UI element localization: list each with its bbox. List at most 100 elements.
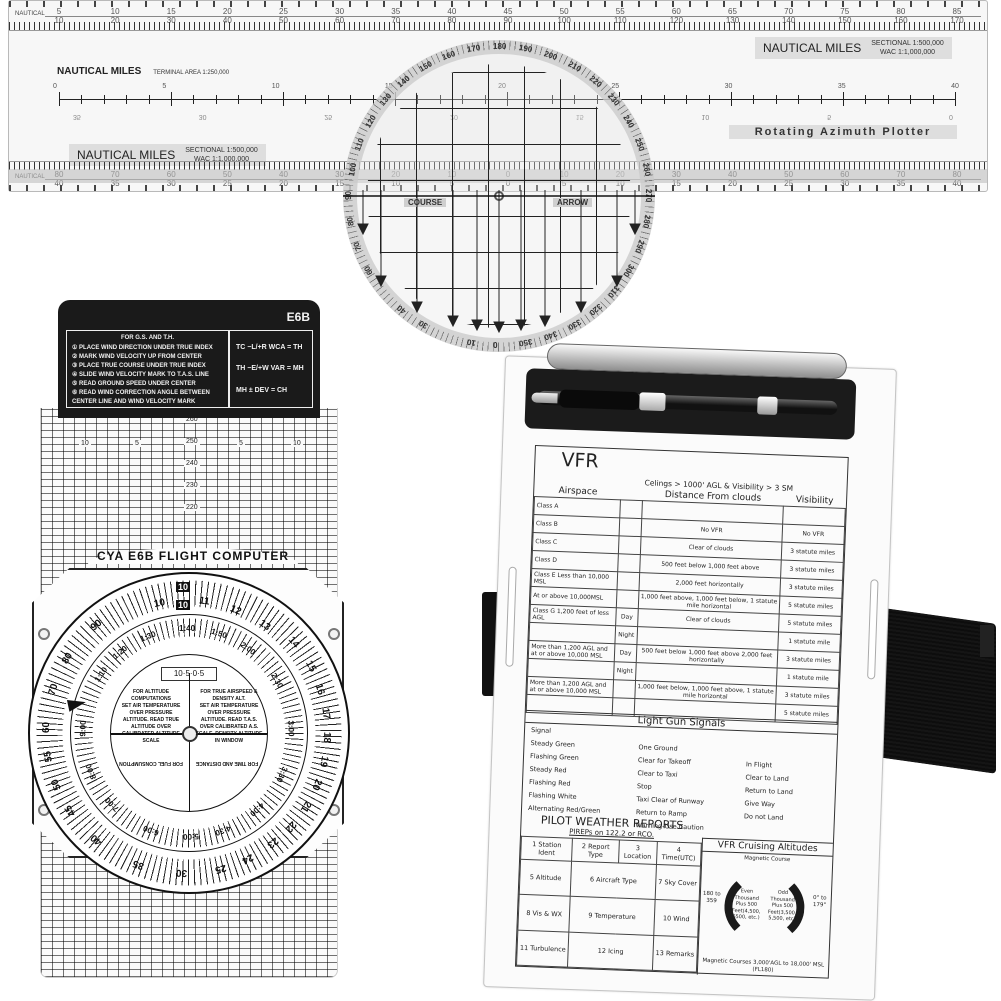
index-marker-box: 10 [176,600,191,610]
scale-subtitle: SECTIONAL 1:500,000 WAC 1:1,000,000 [871,39,944,57]
sectional-value: 80 [896,7,906,16]
sectional-value: 35 [391,7,401,16]
slide-side-value: 10 [79,440,91,447]
instruction-step: ⑥ READ WIND CORRECTION ANGLE BETWEEN CEN… [72,390,210,405]
scale-tick [753,95,755,104]
time-scale-number: 5:00 [182,831,199,842]
instruction-step: ④ SLIDE WIND VELOCITY MARK TO T.A.S. LIN… [72,372,209,378]
slide-side-value: 5 [133,440,141,447]
terminal-value: 5 [162,83,167,90]
time-of-day: Day [614,643,637,663]
signal-flight: Clear to Land [745,773,790,783]
pirep-cell: 8 Vis & WX [517,894,571,932]
scale-tick [865,95,867,104]
pirep-cell: 13 Remarks [652,935,698,973]
cruising-footer: Magnetic Courses 3,000'AGL to 18,000' MS… [702,957,825,974]
scale-tick [820,95,822,104]
scale-tag-nautical: NAUTICAL [15,11,45,17]
scale-tick [81,95,83,104]
visibility-value: 3 statute miles [775,685,839,707]
time-of-day [617,571,640,591]
sectional-value: 20 [279,179,288,188]
terminal-value: 10 [271,83,280,90]
scale-tick [260,95,262,104]
sectional-value: 75 [840,7,850,16]
sectional-value: 25 [222,179,232,188]
terminal-value: 25 [611,83,620,90]
terminal-value: 35 [837,83,846,90]
rivet-icon [328,628,340,640]
tas-panel-text: FOR TRUE AIRSPEED & DENSITY ALT. SET AIR… [195,689,263,745]
course-label: COURSE [404,198,447,207]
terminal-reverse-value: 5 [827,113,832,120]
visibility-value: 5 statute miles [778,614,842,635]
instruction-step: ② MARK WIND VELOCITY UP FROM CENTER [72,354,202,360]
visibility-value: 5 statute miles [779,596,842,617]
instructions-title: FOR G.S. AND T.H. [120,335,175,341]
sectional-value: 30 [335,7,345,16]
scale-tick [193,95,195,104]
computer-center-panel: 10·5·0·5 FOR ALTITUDE COMPUTATIONS SET A… [110,654,268,812]
strap-buckle [980,625,994,657]
sectional-value: 35 [896,179,906,188]
signal-ground: Clear to Taxi [637,769,678,779]
sectional-value: 55 [615,7,625,16]
vfr-reference-card: VFR Celings > 1000' AGL & Visibility > 3… [514,445,849,980]
sectional-ratio: SECTIONAL 1:500,000 [871,40,944,47]
time-scale-number: 3:00 [286,720,296,738]
panel-title: FOR ALTITUDE COMPUTATIONS [131,689,171,702]
terminal-reverse-value: 10 [701,113,710,120]
vfr-cruising-altitudes: VFR Cruising Altitudes Magnetic Course 1… [696,837,833,980]
signal-ground: Taxi Clear of Runway [636,795,705,806]
strap-slot [867,579,879,680]
signal-flight: Give Way [744,799,776,809]
nautical-miles-title-bottom-left: NAUTICAL MILES SECTIONAL 1:500,000 WAC 1… [69,144,266,166]
sectional-value: 15 [166,7,176,16]
signal-signal: Steady Red [529,765,567,775]
clipboard-clip[interactable] [524,338,858,440]
pen-tip [531,392,558,404]
scale-divider [45,16,981,17]
terminal-value: 30 [724,83,733,90]
scale-tick [731,92,732,106]
outer-scale-number: 19 [316,755,331,769]
signal-flight: In Flight [745,760,773,770]
outer-scale-number: 10 [152,596,166,610]
wac-value: 140 [781,16,796,25]
sectional-value: 30 [840,179,850,188]
scale-tick [798,95,800,104]
pen-clip-ring [757,396,778,416]
wac-value: 60 [335,16,345,25]
e6b-instruction-card: E6B FOR G.S. AND T.H. ① PLACE WIND DIREC… [58,300,320,418]
time-of-day [616,589,639,609]
scale-tick [148,95,150,104]
card-title: VFR [561,449,599,473]
pirep-cell: 2 Report Type [571,838,620,864]
wac-value: 130 [725,16,740,25]
pen-grip [559,389,640,411]
sectional-value: 15 [671,179,681,188]
scale-tick [955,92,956,106]
pirep-cell: 1 Station Ident [520,836,573,862]
scale-tick [843,92,844,106]
visibility-value [782,506,846,527]
time-of-day [620,499,642,519]
sectional-value: 60 [671,7,681,16]
wac-value: 90 [503,16,513,25]
scale-tick [103,95,105,104]
time-scale-number: 9:00 [78,720,88,738]
outer-scale-number: 25 [213,861,228,876]
scale-tick [238,95,240,104]
terminal-reverse-value: 0 [949,113,953,120]
signal-ground: Clear for Takeoff [637,756,692,767]
title-text: NAUTICAL MILES [57,66,142,77]
sectional-value: 40 [952,179,962,188]
terminal-value: 0 [53,83,57,90]
index-line [189,673,190,811]
terminal-ratio: TERMINAL AREA 1:250,000 [153,70,230,76]
degree-label: 180 [493,42,507,51]
pirep-cell: 11 Turbulence [516,929,570,968]
computer-title: CYA E6B FLIGHT COMPUTER [88,548,298,564]
pirep-cell: 6 Aircraft Type [570,861,657,900]
